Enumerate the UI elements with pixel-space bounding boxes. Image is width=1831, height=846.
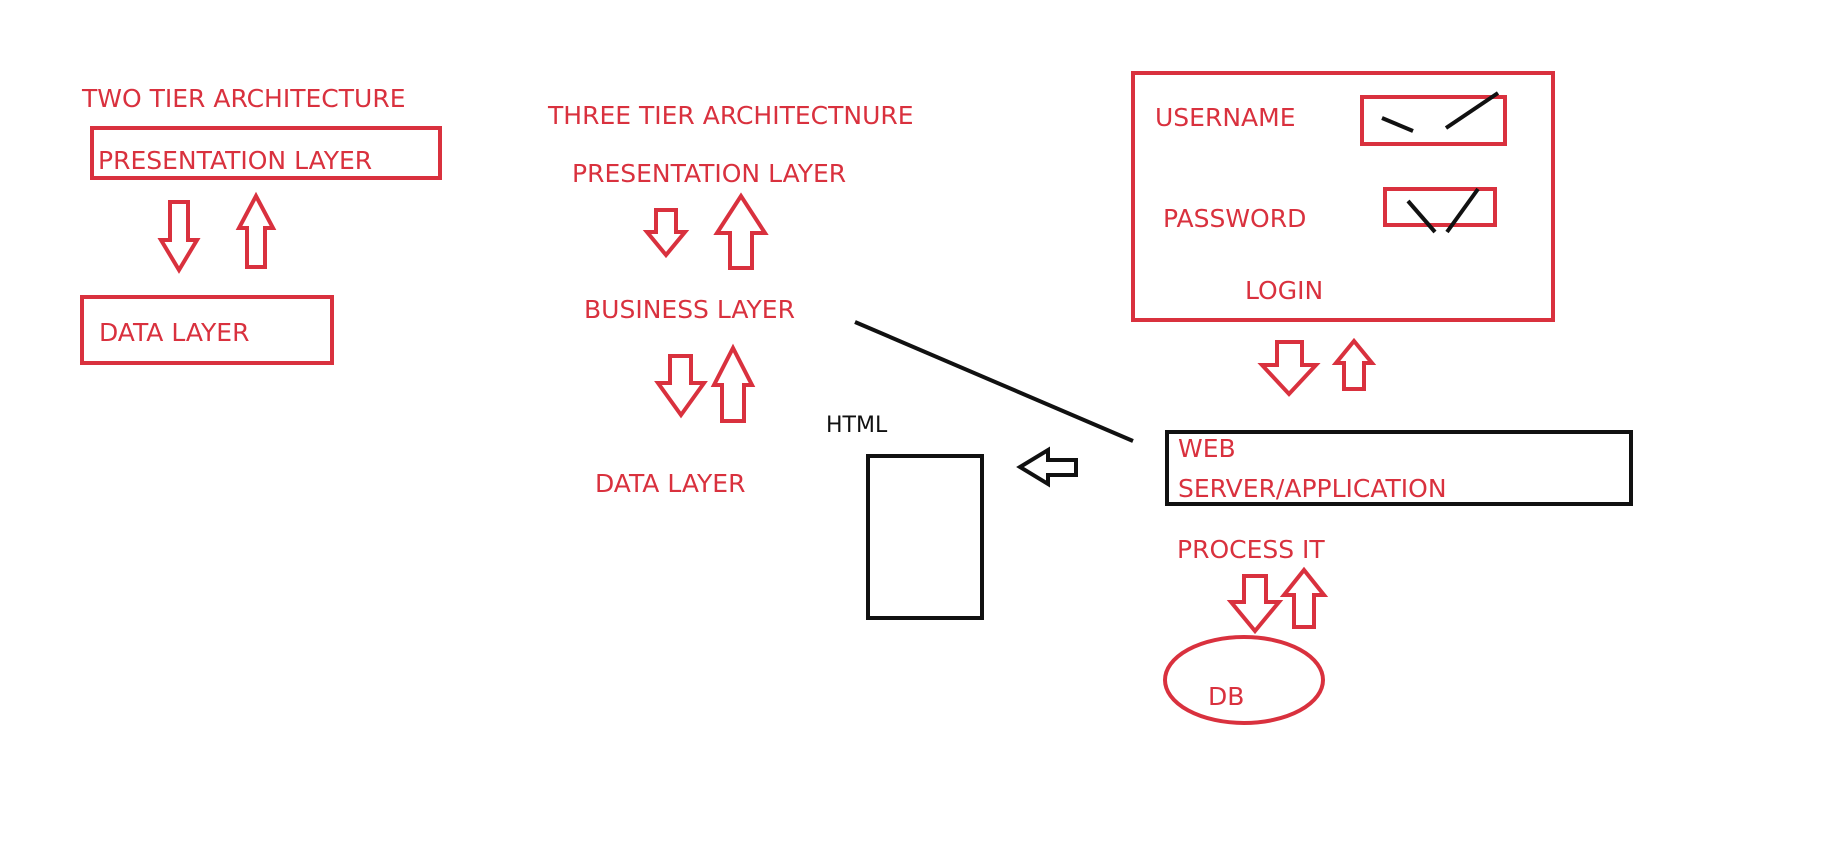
- three-tier-title: THREE TIER ARCHITECTNURE: [547, 101, 914, 130]
- username-input-box: [1360, 95, 1507, 146]
- connector-line: [854, 320, 1134, 443]
- two-tier-presentation-box: [90, 126, 442, 180]
- two-tier-title: TWO TIER ARCHITECTURE: [81, 84, 406, 113]
- three-tier-up-arrow-1-icon: [713, 192, 769, 270]
- username-label: USERNAME: [1155, 103, 1296, 132]
- process-down-arrow-icon: [1226, 574, 1284, 635]
- db-ellipse: [1163, 635, 1325, 725]
- two-tier-down-arrow-icon: [157, 200, 201, 274]
- three-tier-up-arrow-2-icon: [710, 343, 756, 423]
- html-page-box: [866, 454, 984, 620]
- password-mark-right: [1445, 187, 1480, 234]
- html-label: HTML: [826, 413, 888, 438]
- process-label: PROCESS IT: [1177, 535, 1325, 564]
- three-tier-business-label: BUSINESS LAYER: [584, 295, 795, 324]
- login-label: LOGIN: [1245, 276, 1323, 305]
- left-arrow-icon: [1016, 446, 1078, 488]
- password-input-box: [1383, 187, 1497, 227]
- login-form-box: [1131, 71, 1555, 322]
- three-tier-presentation-label: PRESENTATION LAYER: [572, 159, 846, 188]
- web-server-label-line2: SERVER/APPLICATION: [1178, 474, 1447, 503]
- two-tier-up-arrow-icon: [235, 191, 277, 269]
- password-label: PASSWORD: [1163, 204, 1306, 233]
- web-server-box: [1165, 430, 1633, 506]
- password-mark-left: [1406, 199, 1437, 234]
- three-tier-data-label: DATA LAYER: [595, 469, 745, 498]
- two-tier-data-box: [80, 295, 334, 365]
- login-down-arrow-icon: [1257, 340, 1321, 397]
- process-up-arrow-icon: [1279, 566, 1329, 629]
- username-mark-left: [1381, 116, 1414, 133]
- db-label: DB: [1208, 682, 1244, 711]
- three-tier-down-arrow-2-icon: [654, 354, 708, 419]
- web-server-label-line1: WEB: [1178, 434, 1236, 463]
- two-tier-data-label: DATA LAYER: [99, 318, 249, 347]
- username-mark-right: [1444, 91, 1500, 130]
- two-tier-presentation-label: PRESENTATION LAYER: [98, 146, 372, 175]
- login-up-arrow-icon: [1331, 337, 1377, 391]
- three-tier-down-arrow-1-icon: [642, 208, 690, 259]
